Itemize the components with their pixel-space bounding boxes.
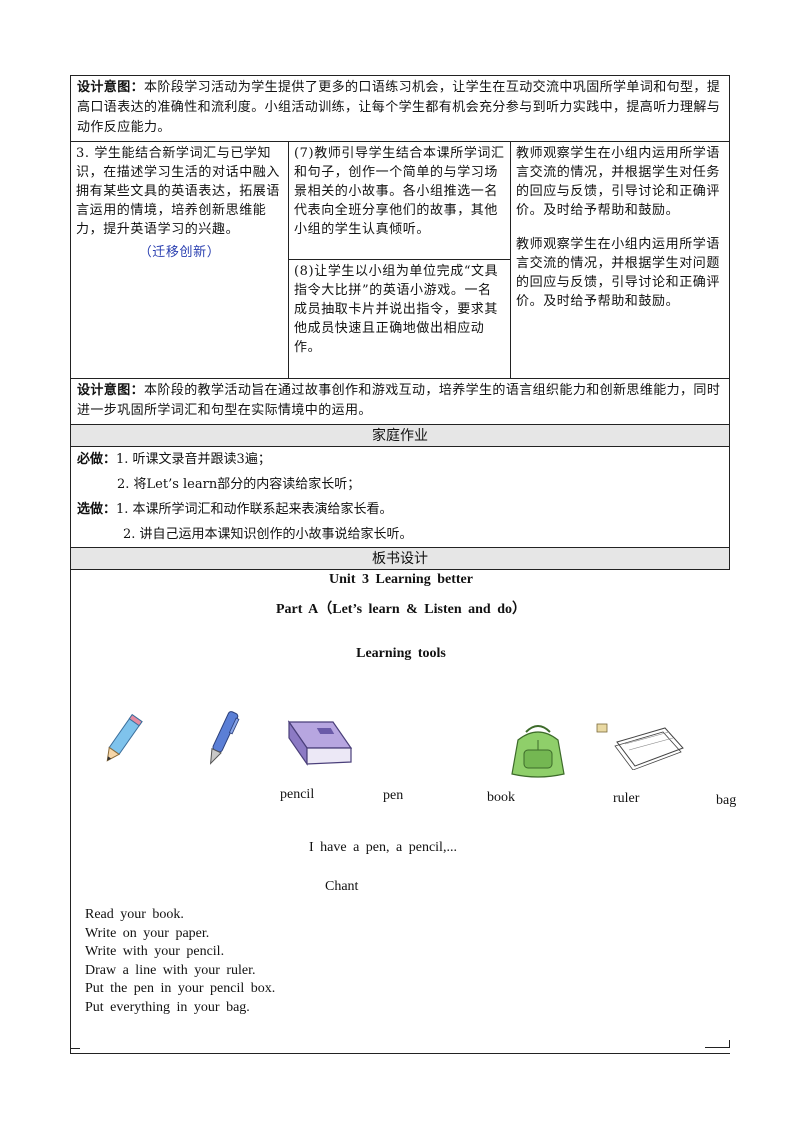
- chant-line: Write with your pencil.: [85, 944, 225, 959]
- corner-mark-right: [705, 1047, 729, 1048]
- tool-label-bag: bag: [716, 793, 737, 808]
- unit-title: Unit 3 Learning better: [329, 572, 473, 587]
- learning-goal-cell: 3. 学生能结合新学词汇与已学知识，在描述学习生活的对话中融入拥有某些文具的英语…: [71, 142, 289, 378]
- required-item-2: 2. 将Let’s learn部分的内容读给家长听；: [117, 477, 361, 492]
- goal-tag: （迁移创新）: [138, 245, 221, 260]
- board-design-section: Unit 3 Learning better Part A（Let’s lear…: [70, 570, 736, 1054]
- chant-line: Put everything in your bag.: [85, 999, 250, 1015]
- tool-label-ruler: ruler: [613, 791, 640, 806]
- optional-line-1: 选做：1. 本课所学词汇和动作联系起来表演给家长看。: [77, 497, 723, 522]
- optional-item-2: 2. 讲自己运用本课知识创作的小故事说给家长听。: [123, 527, 413, 542]
- chant-line: Write on your paper.: [85, 925, 210, 941]
- bag-icon: [511, 725, 565, 778]
- pen-icon: [209, 711, 240, 765]
- tool-label-book: book: [487, 790, 515, 805]
- chant-line: Put the pen in your pencil box.: [85, 981, 276, 996]
- optional-item-1: 1. 本课所学词汇和动作联系起来表演给家长看。: [116, 502, 393, 517]
- ruler-icon: [596, 723, 684, 770]
- corner-mark-right-vertical: [729, 1040, 730, 1048]
- corner-mark-left: [70, 1040, 80, 1049]
- tool-label-pencil: pencil: [280, 787, 315, 802]
- design-intent-note-2: 设计意图：本阶段的教学活动旨在通过故事创作和游戏互动，培养学生的语言组织能力和创…: [70, 379, 730, 425]
- lesson-plan-document: 设计意图：本阶段学习活动为学生提供了更多的口语练习机会，让学生在互动交流中巩固所…: [70, 75, 736, 1054]
- homework-header: 家庭作业: [70, 425, 730, 447]
- teaching-steps-cell: (7)教师引导学生结合本课所学词汇和句子，创作一个简单的与学习场景相关的小故事。…: [289, 142, 511, 378]
- required-item-1: 1. 听课文录音并跟读3遍；: [116, 452, 271, 467]
- pencil-icon: [106, 713, 143, 762]
- design-intent-label-2: 设计意图：: [77, 383, 145, 398]
- board-design-header: 板书设计: [70, 548, 730, 570]
- step-8: (8)让学生以小组为单位完成“文具指令大比拼”的英语小游戏。一名成员抽取卡片并说…: [294, 264, 499, 355]
- design-intent-text-2: 本阶段的教学活动旨在通过故事创作和游戏互动，培养学生的语言组织能力和创新思维能力…: [77, 383, 721, 418]
- activity-row: 3. 学生能结合新学词汇与已学知识，在描述学习生活的对话中融入拥有某些文具的英语…: [70, 142, 730, 379]
- chant-lines: Read your book. Write on your paper. Wri…: [85, 906, 275, 1017]
- optional-label: 选做：: [77, 502, 117, 517]
- board-subtitle: Learning tools: [356, 646, 446, 661]
- part-title: Part A（Let’s learn & Listen and do）: [275, 602, 527, 617]
- evaluation-1: 教师观察学生在小组内运用所学语言交流的情况，并根据学生对任务的回应与反馈，引导讨…: [516, 146, 721, 218]
- required-label: 必做：: [77, 452, 117, 467]
- evaluation-cell: 教师观察学生在小组内运用所学语言交流的情况，并根据学生对任务的回应与反馈，引导讨…: [511, 142, 729, 378]
- required-line-1: 必做：1. 听课文录音并跟读3遍；: [77, 447, 723, 472]
- design-intent-text: 本阶段学习活动为学生提供了更多的口语练习机会，让学生在互动交流中巩固所学单词和句…: [77, 80, 721, 135]
- design-intent-label: 设计意图：: [77, 80, 145, 95]
- chant-line: Draw a line with your ruler.: [85, 962, 256, 978]
- example-sentence: I have a pen, a pencil,...: [309, 840, 457, 855]
- evaluation-2: 教师观察学生在小组内运用所学语言交流的情况，并根据学生对问题的回应与反馈，引导讨…: [516, 237, 721, 309]
- design-intent-note: 设计意图：本阶段学习活动为学生提供了更多的口语练习机会，让学生在互动交流中巩固所…: [70, 75, 730, 142]
- chant-line: Read your book.: [85, 907, 184, 922]
- chant-title: Chant: [325, 879, 359, 894]
- learning-goal-text: 3. 学生能结合新学词汇与已学知识，在描述学习生活的对话中融入拥有某些文具的英语…: [76, 146, 281, 237]
- tool-label-pen: pen: [383, 788, 404, 803]
- book-icon: [287, 720, 353, 766]
- homework-section: 必做：1. 听课文录音并跟读3遍； 2. 将Let’s learn部分的内容读给…: [70, 447, 730, 548]
- step-7: (7)教师引导学生结合本课所学词汇和句子，创作一个简单的与学习场景相关的小故事。…: [289, 142, 510, 260]
